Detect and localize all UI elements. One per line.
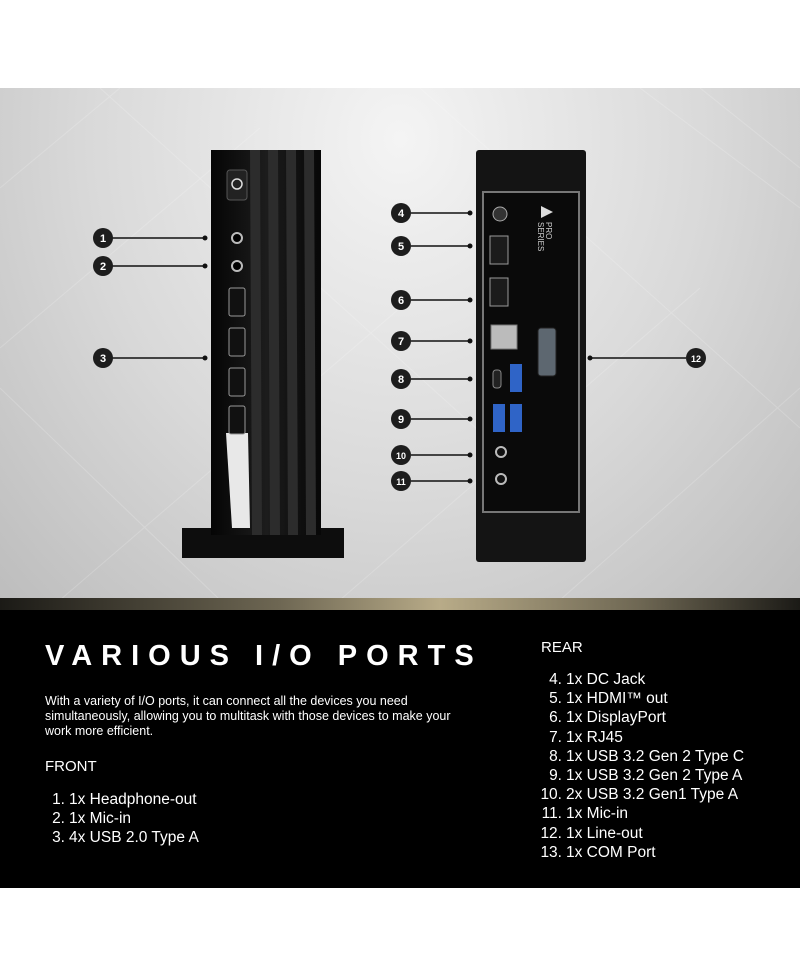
product-image-stage: PRO SERIES 1 2 3 4 5 6 7 8 — [0, 88, 800, 600]
svg-text:4: 4 — [398, 208, 405, 220]
callout-badge-8: 8 — [391, 369, 411, 389]
list-item: 12.1x Line-out — [540, 824, 643, 842]
power-button — [226, 169, 248, 201]
front-usb-port — [228, 287, 246, 317]
callout-lines — [112, 212, 686, 482]
list-item: 11.1x Mic-in — [541, 805, 629, 823]
rear-pc-view: PRO SERIES — [476, 150, 586, 562]
svg-text:6: 6 — [398, 295, 404, 307]
callout-badge-4: 4 — [391, 203, 411, 223]
com-port — [537, 327, 557, 377]
list-item: 4.1x DC Jack — [549, 671, 646, 688]
list-item: 13.1x COM Port — [540, 843, 656, 861]
list-item: 2.1x Mic-in — [52, 810, 132, 827]
usb-c-port — [492, 369, 502, 389]
ports-info-panel: VARIOUS I/O PORTS With a variety of I/O … — [0, 610, 800, 888]
list-item: 10.2x USB 3.2 Gen1 Type A — [540, 786, 739, 804]
section-description: With a variety of I/O ports, it can conn… — [45, 694, 451, 738]
rear-mic-jack — [495, 446, 507, 458]
front-stripes — [250, 150, 316, 535]
svg-text:2: 2 — [100, 261, 106, 273]
callout-badge-11: 11 — [391, 471, 411, 491]
section-title: VARIOUS I/O PORTS — [45, 640, 483, 672]
front-usb-port — [228, 405, 246, 435]
hdmi-port — [489, 235, 509, 265]
list-item: 7.1x RJ45 — [549, 728, 623, 746]
callout-badge-12: 12 — [686, 348, 706, 368]
product-illustration: PRO SERIES 1 2 3 4 5 6 7 8 — [0, 88, 800, 600]
gold-divider — [0, 598, 800, 610]
front-usb-port — [228, 327, 246, 357]
mic-jack — [231, 260, 243, 272]
svg-text:11: 11 — [396, 477, 406, 487]
brand-mark-line2: SERIES — [536, 222, 545, 251]
callout-dots — [202, 210, 593, 484]
callout-badge-7: 7 — [391, 331, 411, 351]
front-heading: FRONT — [45, 758, 97, 775]
front-pc-view — [182, 150, 344, 558]
power-icon — [231, 178, 243, 190]
list-item: 1.1x Headphone-out — [52, 791, 197, 808]
line-out-jack — [495, 473, 507, 485]
svg-text:3: 3 — [100, 353, 106, 365]
svg-text:5: 5 — [398, 241, 404, 253]
usb-a-gen2-port — [510, 364, 522, 392]
rear-port-list: 4.1x DC Jack 5.1x HDMI™ out 6.1x Display… — [536, 670, 744, 862]
front-silver-panel — [226, 433, 250, 528]
list-item: 3.4x USB 2.0 Type A — [52, 829, 199, 846]
svg-text:9: 9 — [398, 414, 404, 426]
callout-badge-9: 9 — [391, 409, 411, 429]
callout-badge-5: 5 — [391, 236, 411, 256]
front-usb-port — [228, 367, 246, 397]
callout-badge-6: 6 — [391, 290, 411, 310]
callout-badge-10: 10 — [391, 445, 411, 465]
list-item: 9.1x USB 3.2 Gen 2 Type A — [549, 767, 743, 785]
brand-mark-line1: PRO — [544, 222, 553, 239]
displayport-port — [489, 277, 509, 307]
svg-text:1: 1 — [100, 233, 106, 245]
svg-text:12: 12 — [691, 354, 701, 364]
callout-badge-1: 1 — [93, 228, 113, 248]
svg-text:7: 7 — [398, 336, 404, 348]
svg-text:8: 8 — [398, 374, 404, 386]
front-port-list: 1.1x Headphone-out 2.1x Mic-in 3.4x USB … — [49, 790, 199, 847]
callout-badge-3: 3 — [93, 348, 113, 368]
callout-badge-2: 2 — [93, 256, 113, 276]
usb-a-gen1-port — [493, 404, 505, 432]
list-item: 6.1x DisplayPort — [549, 709, 666, 727]
list-item: 5.1x HDMI™ out — [549, 690, 668, 708]
svg-text:10: 10 — [396, 451, 406, 461]
rj45-port — [490, 324, 518, 350]
pro-series-logo-icon — [541, 206, 553, 218]
rear-heading: REAR — [541, 639, 583, 656]
usb-a-gen1-port — [510, 404, 522, 432]
list-item: 8.1x USB 3.2 Gen 2 Type C — [549, 747, 745, 765]
dc-jack — [492, 206, 508, 222]
headphone-jack — [231, 232, 243, 244]
